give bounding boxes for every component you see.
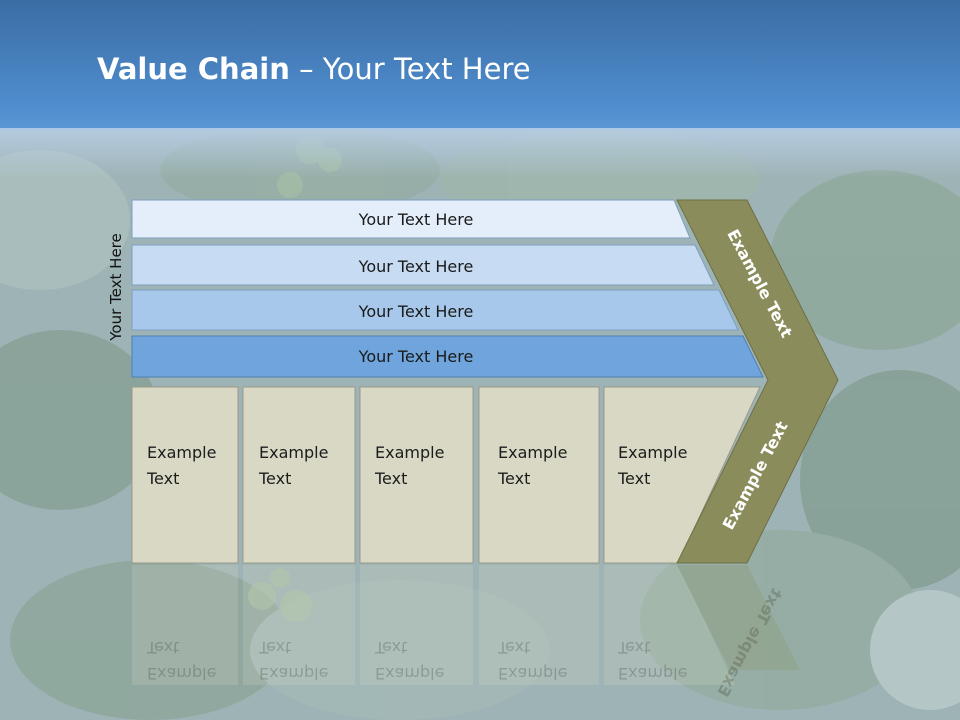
box-label-line2: Text (618, 638, 651, 657)
primary-activity-box (131, 386, 239, 564)
box-label-reflection: Example Text (147, 634, 216, 686)
support-row-bar (131, 199, 691, 239)
box-label-line1: Example (259, 664, 329, 683)
box-label-line1: Example (498, 443, 568, 462)
support-row-label: Your Text Here (358, 257, 474, 276)
support-row-bar (131, 244, 715, 286)
support-row-bar (131, 289, 739, 331)
box-label-line1: Example (498, 664, 568, 683)
box-label-line2: Text (259, 469, 292, 488)
primary-activity-box (478, 386, 600, 564)
side-label-text: Your Text Here (107, 233, 125, 341)
box-label-line1: Example (375, 664, 445, 683)
margin-chevron (676, 199, 839, 564)
box-label-line2: Text (259, 638, 292, 657)
box-label-line2: Text (498, 469, 531, 488)
box-label-line1: Example (375, 443, 445, 462)
box-label-reflection: Example Text (375, 634, 444, 686)
box-label-line2: Text (147, 638, 180, 657)
support-row: Your Text Here (131, 244, 715, 286)
box-label-line2: Text (618, 469, 651, 488)
title-rest: – Your Text Here (289, 52, 531, 86)
box-label-reflection: Example Text (618, 634, 687, 686)
support-row: Your Text Here (131, 289, 739, 331)
box-label-line2: Text (147, 469, 180, 488)
box-label-line1: Example (618, 664, 688, 683)
box-label-reflection: Example Text (498, 634, 567, 686)
diagram-reflection (132, 565, 800, 685)
box-label-line1: Example (147, 443, 217, 462)
support-row: Your Text Here (131, 199, 691, 239)
support-row-label: Your Text Here (358, 302, 474, 321)
support-row-bar (131, 335, 764, 378)
box-label-line1: Example (259, 443, 329, 462)
support-row-label: Your Text Here (358, 347, 474, 366)
title-bold: Value Chain (97, 52, 290, 86)
box-label-line2: Text (375, 638, 408, 657)
primary-activity-box (242, 386, 356, 564)
box-label-line2: Text (498, 638, 531, 657)
support-row-label: Your Text Here (358, 210, 474, 229)
box-label-line2: Text (375, 469, 408, 488)
primary-activity-box (359, 386, 474, 564)
support-row: Your Text Here (131, 335, 764, 378)
slide-title: Value Chain – Your Text Here (97, 52, 531, 86)
box-label-line1: Example (147, 664, 217, 683)
box-label-reflection: Example Text (259, 634, 328, 686)
box-label-line1: Example (618, 443, 688, 462)
